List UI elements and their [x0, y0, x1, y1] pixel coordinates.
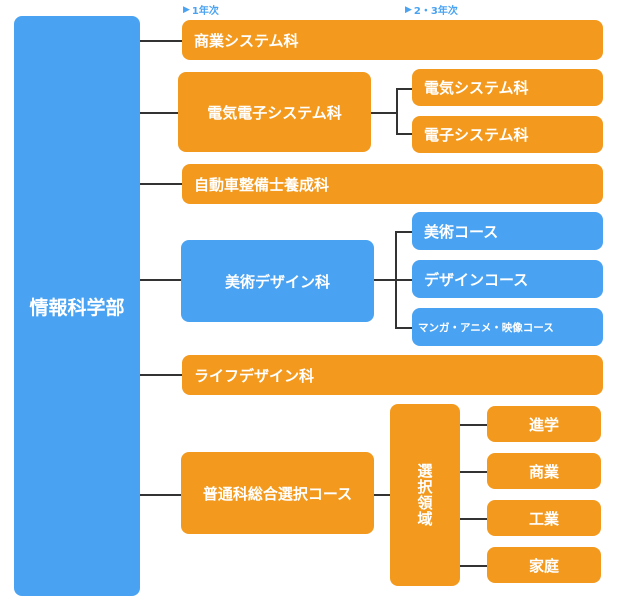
root-faculty-label: 情報科学部 [29, 296, 125, 319]
connector [140, 374, 182, 376]
dept-art-design-box: 美術デザイン科 [181, 240, 374, 322]
header-first-year-label: 1年次 [191, 6, 219, 17]
area-industry-box: 工業 [487, 500, 601, 536]
course-design-label: デザインコース [424, 270, 529, 289]
course-art-box: 美術コース [412, 212, 603, 250]
dept-electronics-label: 電気電子システム科 [207, 103, 342, 122]
course-art-label: 美術コース [424, 222, 499, 241]
area-home-label: 家庭 [528, 556, 559, 575]
connector [374, 494, 390, 496]
dept-auto-box: 自動車整備士養成科 [182, 164, 603, 204]
connector [371, 112, 397, 114]
area-industry-label: 工業 [528, 509, 559, 528]
dept-general-label: 普通科総合選択コース [202, 484, 353, 503]
connector [395, 279, 412, 281]
triangle-marker-icon: ▶ [405, 4, 412, 15]
dept-electronic-box: 電子システム科 [412, 116, 603, 153]
connector [374, 279, 396, 281]
dept-life-design-box: ライフデザイン科 [182, 355, 603, 395]
dept-commerce-box: 商業システム科 [182, 20, 603, 60]
dept-electronics-box: 電気電子システム科 [178, 72, 371, 152]
dept-life-design-label: ライフデザイン科 [194, 366, 315, 385]
area-home-box: 家庭 [487, 547, 601, 583]
connector [396, 88, 412, 90]
connector [395, 231, 412, 233]
root-faculty-box: 情報科学部 [14, 16, 140, 596]
area-advancement-box: 進学 [487, 406, 601, 442]
connector [460, 424, 487, 426]
header-second-third-year-label: 2・3年次 [413, 6, 458, 17]
connector [140, 494, 182, 496]
connector [396, 88, 398, 134]
triangle-marker-icon: ▶ [183, 4, 190, 15]
header-first-year: ▶ 1年次 [183, 2, 219, 18]
dept-electronic-label: 電子システム科 [424, 126, 529, 144]
course-manga-label: マンガ・アニメ・映像コース [418, 321, 554, 334]
dept-electrical-box: 電気システム科 [412, 69, 603, 106]
connector [140, 279, 182, 281]
course-manga-box: マンガ・アニメ・映像コース [412, 308, 603, 346]
connector [140, 112, 178, 114]
connector [460, 518, 487, 520]
dept-art-design-label: 美術デザイン科 [224, 272, 330, 291]
connector [396, 133, 412, 135]
area-commerce-label: 商業 [528, 462, 559, 481]
area-advancement-label: 進学 [528, 415, 559, 434]
header-second-third-year: ▶ 2・3年次 [405, 2, 458, 18]
connector [395, 327, 412, 329]
dept-auto-label: 自動車整備士養成科 [194, 175, 330, 194]
connector [140, 183, 182, 185]
course-design-box: デザインコース [412, 260, 603, 298]
area-commerce-box: 商業 [487, 453, 601, 489]
elective-area-box: 選択領域 [390, 404, 460, 586]
dept-general-box: 普通科総合選択コース [181, 452, 374, 534]
dept-commerce-label: 商業システム科 [194, 31, 299, 50]
elective-area-label: 選択領域 [415, 463, 434, 527]
connector [140, 40, 182, 42]
connector [460, 565, 487, 567]
dept-electrical-label: 電気システム科 [424, 79, 529, 97]
connector [460, 471, 487, 473]
